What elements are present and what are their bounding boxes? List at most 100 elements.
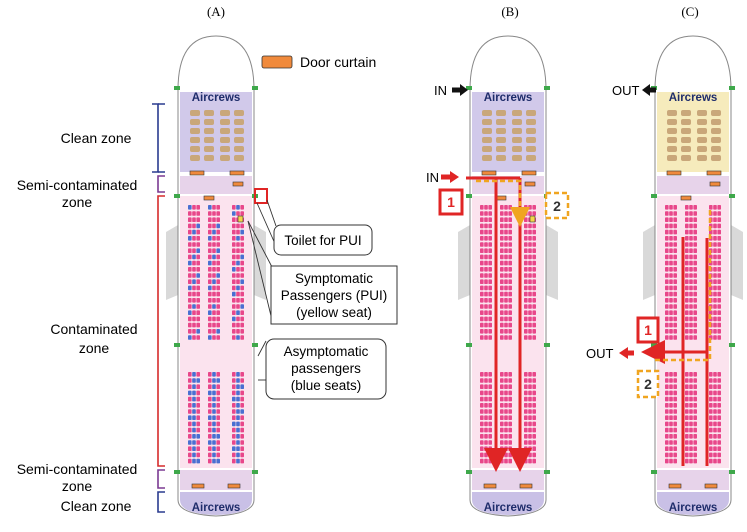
seat	[208, 396, 212, 402]
door-curtain	[519, 483, 533, 489]
seat	[717, 242, 721, 247]
seat	[480, 291, 484, 297]
seat	[500, 335, 504, 340]
seat	[216, 409, 220, 414]
seat	[504, 396, 508, 402]
seat	[484, 242, 488, 247]
seat	[208, 434, 212, 439]
business-seat	[667, 155, 677, 161]
seat	[689, 310, 693, 315]
seat	[192, 390, 196, 396]
seat	[212, 267, 216, 272]
seat	[713, 291, 717, 297]
seat	[480, 242, 484, 247]
seat	[192, 267, 196, 272]
seat	[488, 329, 492, 334]
seat	[208, 273, 212, 278]
seat	[669, 285, 673, 291]
seat	[196, 310, 200, 315]
seat	[532, 372, 536, 377]
seat	[192, 217, 196, 222]
seat	[240, 279, 244, 284]
seat	[717, 279, 721, 284]
seat	[216, 452, 220, 458]
seat	[685, 384, 689, 389]
seat	[504, 211, 508, 216]
seat	[508, 403, 512, 408]
seat	[196, 409, 200, 414]
seat	[240, 236, 244, 241]
seat	[480, 223, 484, 229]
seat	[665, 236, 669, 241]
seat	[532, 285, 536, 291]
wing-left	[458, 225, 470, 300]
seat	[669, 409, 673, 414]
seat	[665, 452, 669, 458]
seat	[504, 229, 508, 235]
seat	[192, 378, 196, 383]
pui-seat	[237, 215, 244, 223]
seat	[500, 310, 504, 315]
seat	[669, 446, 673, 451]
seat	[693, 329, 697, 334]
business-seat	[204, 155, 214, 161]
seat	[488, 236, 492, 241]
seat	[528, 378, 532, 383]
seat	[665, 384, 669, 389]
seat	[192, 279, 196, 284]
seat	[717, 378, 721, 383]
seat	[236, 211, 240, 216]
seat	[232, 304, 236, 309]
seat	[232, 298, 236, 303]
seat	[665, 304, 669, 309]
seat	[480, 372, 484, 377]
seat	[240, 458, 244, 464]
business-seat	[526, 155, 536, 161]
seat	[240, 409, 244, 414]
seat	[488, 298, 492, 303]
seat	[689, 458, 693, 464]
seat	[196, 291, 200, 297]
seat	[665, 390, 669, 396]
seat	[508, 248, 512, 253]
seat	[236, 440, 240, 445]
seat	[196, 267, 200, 272]
seat	[480, 396, 484, 402]
exit-door	[252, 470, 258, 474]
seat	[212, 409, 216, 414]
seat	[188, 217, 192, 222]
business-seat	[190, 110, 200, 116]
seat	[216, 267, 220, 272]
seat	[192, 273, 196, 278]
business-seat	[220, 146, 230, 152]
seat	[192, 291, 196, 297]
seat	[685, 298, 689, 303]
seat	[488, 229, 492, 235]
seat	[669, 440, 673, 445]
seat	[673, 242, 677, 247]
seat	[685, 329, 689, 334]
door-curtain	[524, 181, 536, 187]
seat	[669, 335, 673, 340]
business-seat	[190, 155, 200, 161]
seat	[208, 409, 212, 414]
seat	[504, 403, 508, 408]
seat	[484, 267, 488, 272]
seat	[524, 298, 528, 303]
semi-zone-top	[472, 176, 544, 194]
seat	[208, 236, 212, 241]
seat	[192, 427, 196, 433]
seat	[488, 316, 492, 322]
business-seat	[204, 146, 214, 152]
exit-door	[651, 194, 657, 198]
seat	[709, 403, 713, 408]
seat	[532, 446, 536, 451]
business-seat	[667, 128, 677, 134]
seat	[508, 285, 512, 291]
seat	[188, 285, 192, 291]
seat	[717, 310, 721, 315]
seat	[717, 415, 721, 420]
business-seat	[681, 128, 691, 134]
seat	[524, 205, 528, 210]
seat	[693, 229, 697, 235]
